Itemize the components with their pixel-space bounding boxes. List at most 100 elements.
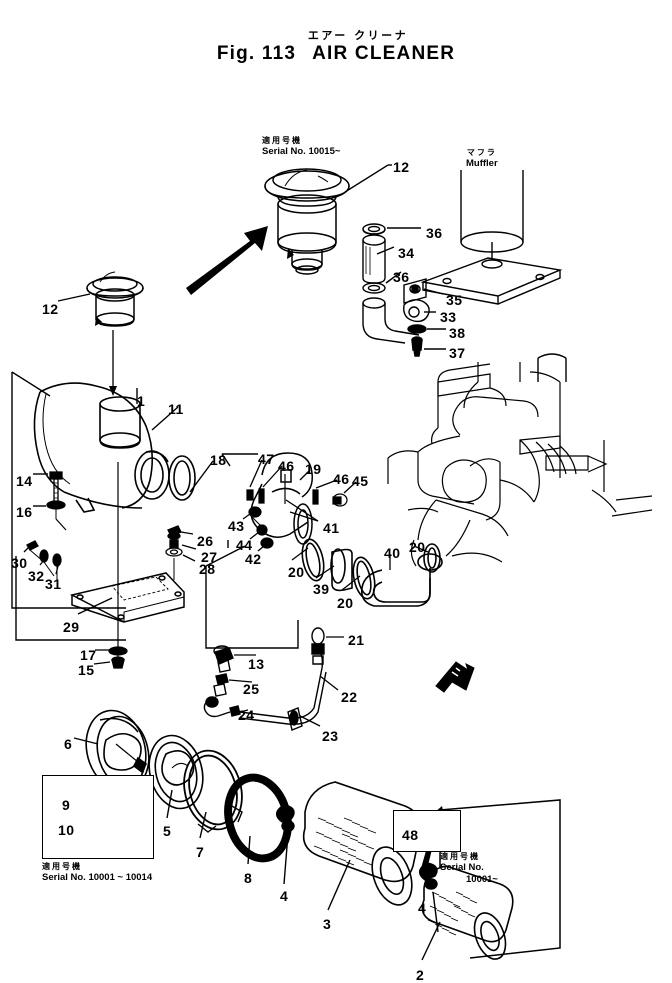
callout-number-32: 32 <box>28 568 45 584</box>
muffler-label-kana: マフラ <box>466 148 497 157</box>
note-text-bottom-2: 10001~ <box>466 873 498 885</box>
callout-number-45: 45 <box>352 473 369 489</box>
callout-number-21: 21 <box>348 632 365 648</box>
precleaner-upper-assembly <box>264 168 350 275</box>
callout-number-13: 13 <box>248 656 265 672</box>
callout-number-12: 12 <box>42 301 59 317</box>
hardware-17-15 <box>108 646 128 669</box>
arrow-flag-marker <box>435 661 475 693</box>
callout-number-15: 15 <box>78 662 95 678</box>
inset-box-part-48 <box>393 810 461 852</box>
bolt-14-washer-16 <box>46 471 66 519</box>
clamp-33 <box>403 298 430 323</box>
intake-hose-fittings <box>362 223 420 344</box>
callout-number-38: 38 <box>449 325 466 341</box>
figure-number: Fig. 113 <box>216 43 297 64</box>
precleaner-clip-detail <box>287 248 294 259</box>
callout-number-4: 4 <box>280 888 289 904</box>
callout-number-30: 30 <box>11 555 28 571</box>
callout-number-25: 25 <box>243 681 260 697</box>
callout-number-6: 6 <box>64 736 73 752</box>
note-kana-bottom: 適用号機 <box>440 852 480 861</box>
callout-number-26: 26 <box>197 533 214 549</box>
callout-number-9: 9 <box>62 797 71 813</box>
hose-ring-20-right <box>423 543 441 573</box>
callout-number-20: 20 <box>409 539 426 555</box>
hardware-26-27-28 <box>165 525 183 580</box>
callout-number-17: 17 <box>80 647 97 663</box>
note-serial-10001-onwards: 適用号機 Serial No. 10001~ <box>440 852 498 886</box>
callout-number-40: 40 <box>384 545 401 561</box>
note-kana-top: 適用号機 <box>262 136 302 145</box>
callout-number-19: 19 <box>305 461 322 477</box>
callout-number-7: 7 <box>196 844 205 860</box>
callout-number-1: 1 <box>137 393 146 409</box>
hose-rings <box>301 538 376 600</box>
callout-number-3: 3 <box>323 916 332 932</box>
assembly-direction-arrow <box>186 226 268 295</box>
breather-tube-assembly <box>203 627 327 731</box>
figure-title-kana: エアー クリーナ <box>307 29 409 42</box>
callout-number-35: 35 <box>446 292 463 308</box>
note-kana-inset: 適用号機 <box>42 862 82 871</box>
callout-number-24: 24 <box>238 707 255 723</box>
callout-number-16: 16 <box>16 504 33 520</box>
callout-number-20: 20 <box>288 564 305 580</box>
note-serial-10015: 適用号機 Serial No. 10015~ <box>262 136 340 158</box>
callout-number-23: 23 <box>322 728 339 744</box>
callout-number-8: 8 <box>244 870 253 886</box>
callout-number-10: 10 <box>58 822 75 838</box>
callout-number-39: 39 <box>313 581 330 597</box>
wingnut-4-left <box>275 804 295 832</box>
callout-number-34: 34 <box>398 245 415 261</box>
note-text-top: Serial No. 10015~ <box>262 146 341 157</box>
note-text-inset: Serial No. 10001 ~ 10014 <box>42 872 153 883</box>
precleaner-small-clip <box>95 316 102 326</box>
callout-number-47: 47 <box>258 451 275 467</box>
inset-box-serial-10001-10014 <box>42 775 154 859</box>
hardware-38-37 <box>407 324 427 357</box>
bracket-35 <box>403 278 427 304</box>
figure-title-en: AIR CLEANER <box>312 43 456 64</box>
callout-number-18: 18 <box>210 452 227 468</box>
hardware-30-32-31 <box>26 540 62 582</box>
callout-number-14: 14 <box>16 473 33 489</box>
callout-number-44: 44 <box>236 537 253 553</box>
group-frame-lines <box>11 371 299 649</box>
callout-number-12: 12 <box>393 159 410 175</box>
callout-number-31: 31 <box>45 576 62 592</box>
callout-number-27: 27 <box>201 549 218 565</box>
note-text-bottom: Serial No. <box>440 862 484 873</box>
muffler-label-en: Muffler <box>466 158 498 169</box>
precleaner-small <box>86 271 144 327</box>
callout-number-42: 42 <box>245 551 262 567</box>
page-title: Fig. 113 AIR CLEANER <box>0 44 672 63</box>
filter-element-3 <box>302 781 422 906</box>
mounting-bracket-29 <box>69 572 185 623</box>
hardware-43-44-42 <box>248 506 274 549</box>
callout-number-36: 36 <box>393 269 410 285</box>
callout-number-20: 20 <box>337 595 354 611</box>
note-serial-10001-10014: 適用号機 Serial No. 10001 ~ 10014 <box>42 862 152 884</box>
retainer-ring-7 <box>183 749 243 833</box>
callout-number-46: 46 <box>278 458 295 474</box>
callout-number-41: 41 <box>323 520 340 536</box>
rubber-hose-40 <box>360 553 443 607</box>
callout-number-28: 28 <box>199 561 216 577</box>
callout-number-43: 43 <box>228 518 245 534</box>
small-hardware-cluster <box>246 488 348 507</box>
callout-number-29: 29 <box>63 619 80 635</box>
exhaust-pipes <box>537 353 567 382</box>
callout-number-48: 48 <box>402 827 419 843</box>
filter-element-2 <box>421 865 514 960</box>
callout-number-36: 36 <box>426 225 443 241</box>
callout-number-5: 5 <box>163 823 172 839</box>
engine-manifold-illustration <box>387 362 653 567</box>
figure-title-block: エアー クリーナ Fig. 113 AIR CLEANER <box>0 30 672 63</box>
muffler-assembly <box>420 170 563 305</box>
muffler-label: マフラ Muffler <box>466 148 498 170</box>
callout-number-46: 46 <box>333 471 350 487</box>
callout-number-33: 33 <box>440 309 457 325</box>
